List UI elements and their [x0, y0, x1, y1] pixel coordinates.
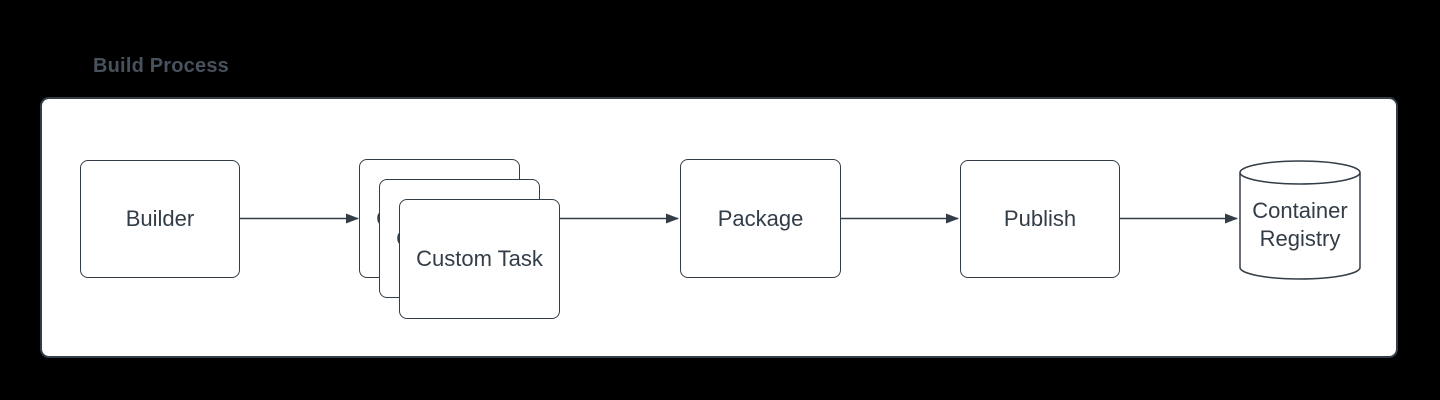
node-package[interactable]: Package: [680, 159, 841, 278]
node-custom-task[interactable]: Custom Task: [399, 199, 560, 319]
node-publish-label: Publish: [1003, 206, 1077, 231]
node-package-label: Package: [717, 205, 804, 231]
node-custom-task-label: Custom Task: [416, 246, 543, 271]
node-publish[interactable]: Publish: [960, 160, 1120, 278]
node-container-registry-cylinder[interactable]: [1239, 159, 1361, 282]
diagram-title: Build Process: [93, 55, 229, 77]
node-builder-label: Builder: [125, 206, 195, 231]
node-builder[interactable]: Builder: [80, 160, 240, 278]
